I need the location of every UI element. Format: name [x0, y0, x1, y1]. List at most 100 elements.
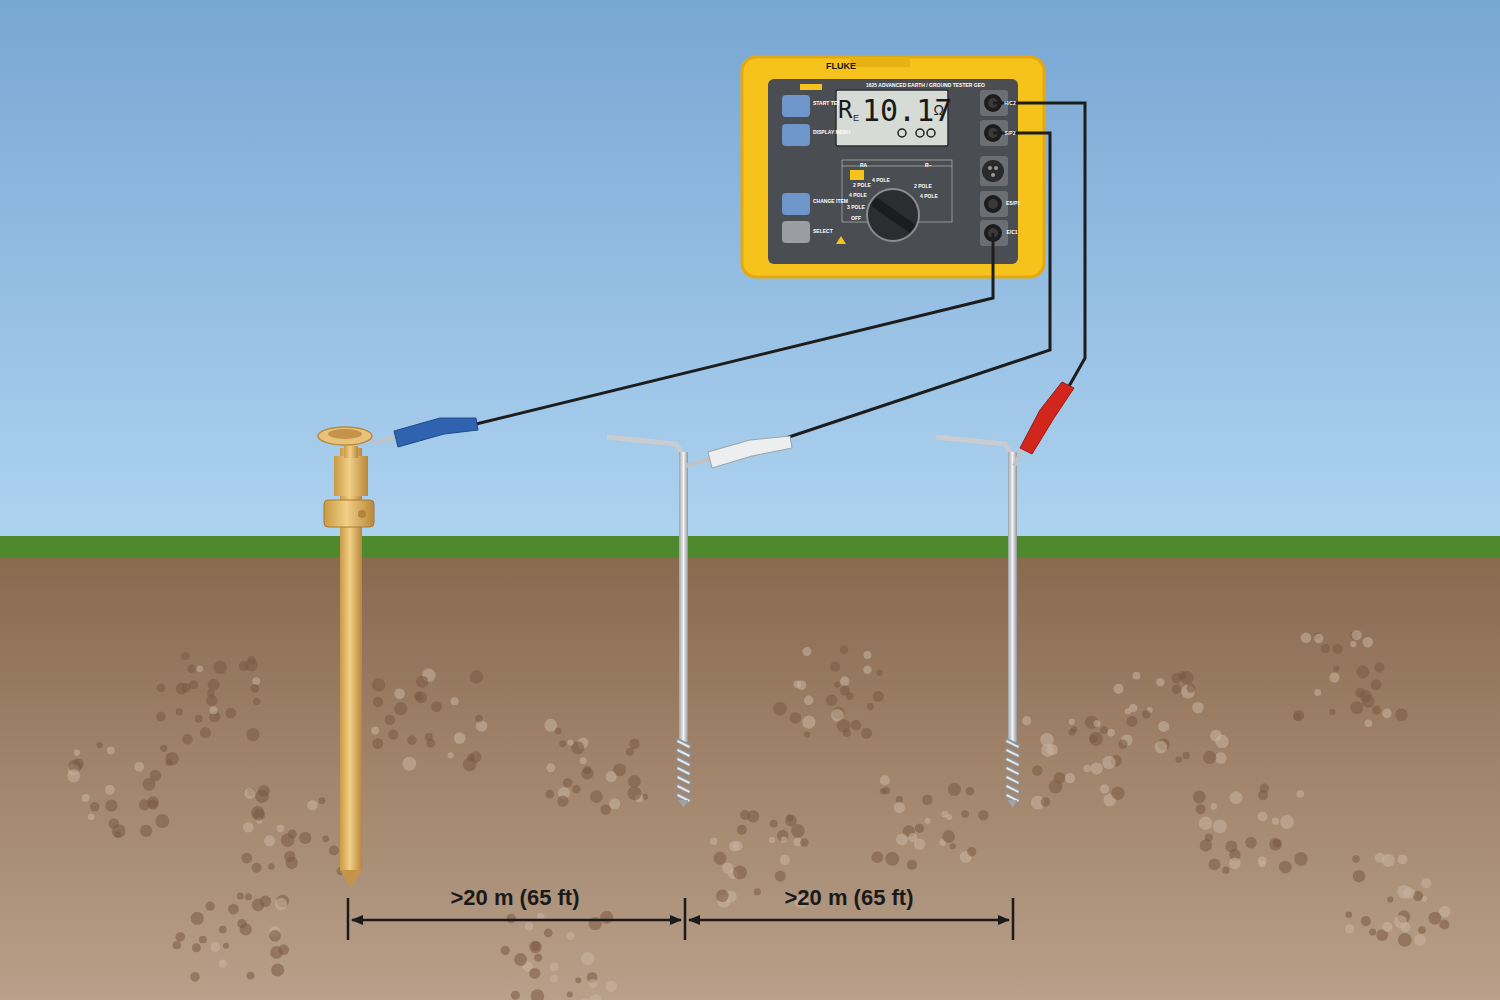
soil-dot [208, 679, 220, 691]
soil-dot [1362, 695, 1375, 708]
soil-dot [851, 720, 862, 731]
soil-dot [1172, 685, 1181, 694]
soil-dot [754, 888, 761, 895]
button [782, 193, 810, 215]
soil-dot [529, 968, 540, 979]
soil-dot [733, 865, 747, 879]
display-unit: Ω [934, 103, 944, 118]
soil-dot [1333, 666, 1339, 672]
soil-dot [1375, 853, 1385, 863]
soil-dot [626, 748, 634, 756]
soil-dot [550, 962, 559, 971]
soil-dot [837, 719, 851, 733]
soil-dot [1374, 662, 1384, 672]
dial-position: OFF [851, 216, 861, 221]
auger-flight [678, 750, 690, 756]
soil-dot [252, 863, 262, 873]
soil-dot [105, 785, 115, 795]
terminal-label: H/C2 [1004, 101, 1015, 106]
soil [0, 558, 1500, 1000]
soil-dot [588, 979, 597, 988]
auger-flight [1006, 740, 1020, 747]
soil-dot [74, 750, 80, 756]
soil-dot [1346, 912, 1353, 919]
soil-dot [1280, 815, 1294, 829]
soil-dot [150, 770, 161, 781]
soil-dot [915, 824, 924, 833]
soil-dot [583, 766, 591, 774]
soil-dot [372, 678, 385, 691]
dial-position: 4 POLE [849, 193, 867, 198]
auger-point [1008, 800, 1018, 808]
soil-dot [1314, 634, 1324, 644]
soil-dot [579, 998, 593, 1000]
auger-flight [1007, 741, 1019, 747]
soil-dot [1022, 716, 1031, 725]
soil-dot [781, 836, 787, 842]
soil-dot [1142, 710, 1150, 718]
soil-dot [840, 646, 848, 654]
soil-dot [200, 727, 211, 738]
soil-dot [173, 941, 181, 949]
button [782, 221, 810, 243]
soil-dot [237, 892, 244, 899]
auger-flight [678, 786, 690, 792]
soil-dot [329, 845, 339, 855]
soil-dot [790, 712, 801, 723]
soil-dot [1369, 928, 1376, 935]
soil-dot [475, 715, 482, 722]
soil-dot [1352, 630, 1362, 640]
soil-dot [307, 800, 318, 811]
soil-dot [1089, 735, 1097, 743]
soil-dot [830, 661, 840, 671]
dial-position: 4 POLE [920, 194, 938, 199]
soil-dot [1211, 803, 1217, 809]
soil-dot [189, 680, 198, 689]
auger-flight [1007, 768, 1019, 774]
soil-dot [529, 941, 541, 953]
soil-dot [288, 829, 297, 838]
soil-dot [1175, 756, 1181, 762]
soil-dot [1259, 860, 1266, 867]
soil-dot [1414, 934, 1426, 946]
soil-dot [192, 943, 201, 952]
soil-dot [1069, 719, 1075, 725]
soil-dot [1329, 673, 1339, 683]
earth-ground-tester [742, 57, 1044, 277]
soil-dot [1352, 855, 1359, 862]
button-label: CHANGE ITEM [813, 199, 848, 204]
soil-dot [1371, 679, 1382, 690]
soil-dot [1155, 741, 1168, 754]
soil-dot [1403, 887, 1414, 898]
soil-dot [1215, 752, 1227, 764]
soil-dot [946, 814, 952, 820]
soil-dot [1273, 839, 1281, 847]
display-symbol: R [838, 98, 852, 123]
soil-dot [567, 991, 573, 997]
soil-dot [1193, 791, 1206, 804]
soil-dot [978, 810, 988, 820]
soil-dot [1041, 797, 1051, 807]
rotary-dial [867, 189, 919, 241]
soil-dot [476, 720, 487, 731]
soil-dot [394, 689, 405, 700]
button [782, 95, 810, 117]
terminal-jacks [980, 90, 1031, 246]
soil-dot [147, 796, 159, 808]
button-label: SELECT [813, 229, 833, 234]
soil-dot [729, 841, 739, 851]
soil-dot [544, 928, 553, 937]
soil-dot [550, 975, 558, 983]
soil-dot [605, 771, 616, 782]
auger-flight [677, 758, 691, 765]
soil-dot [804, 696, 813, 705]
soil-dot [454, 732, 466, 744]
soil-dot [275, 898, 287, 910]
dial-position: 2 POLE [914, 184, 932, 189]
soil-dot [802, 715, 815, 728]
soil-dot [531, 941, 540, 950]
soil-dot [1094, 720, 1101, 727]
soil-dot [589, 994, 602, 1000]
soil-dot [1083, 765, 1090, 772]
soil-dot [1272, 817, 1279, 824]
